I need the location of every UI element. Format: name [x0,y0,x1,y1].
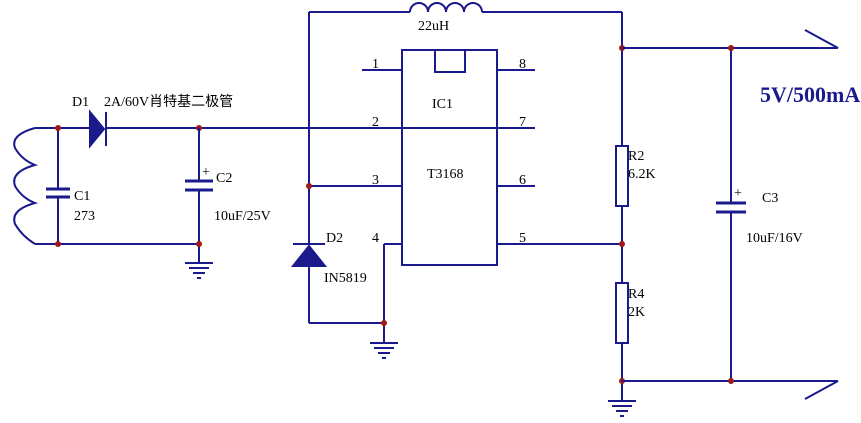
pin-5: 5 [519,231,526,246]
output-spec-label: 5V/500mA [760,82,860,107]
pin-4: 4 [372,231,379,246]
resistor-r2 [615,45,629,283]
resistor-r4 [615,282,629,400]
pin-2: 2 [372,115,379,130]
ground-symbol [370,342,398,359]
r2-name: R2 [628,149,644,164]
capacitor-c1 [46,125,70,247]
d1-name: D1 [72,95,89,110]
c3-name: C3 [762,191,778,206]
pin-1: 1 [372,57,379,72]
ground-symbol [185,262,213,279]
c3-value: 10uF/16V [746,231,803,246]
ic-name: IC1 [432,97,453,112]
pin-6: 6 [519,173,526,188]
inductor-label: 22uH [418,19,449,34]
c1-value: 273 [74,209,95,224]
c2-name: C2 [216,171,232,186]
inductor-22uh [308,2,623,244]
c3-plus: + [734,186,742,201]
ic-part: T3168 [427,167,464,182]
d2-name: D2 [326,231,343,246]
pin-7: 7 [519,115,526,130]
ground-symbol [608,400,636,417]
pin-3: 3 [372,173,379,188]
input-coil [13,127,200,245]
capacitor-c2 [185,128,213,262]
r4-value: 2K [628,305,645,320]
c1-name: C1 [74,189,90,204]
d1-spec: 2A/60V肖特基二极管 [104,93,233,110]
diode-d2 [290,243,387,342]
d2-value: IN5819 [324,271,367,286]
capacitor-c3 [716,45,746,384]
diode-d1 [89,109,400,149]
ic-t3168 [306,49,622,266]
r4-name: R4 [628,287,644,302]
r2-value: 6.2K [628,167,656,182]
pin-8: 8 [519,57,526,72]
c2-value: 10uF/25V [214,209,271,224]
c2-plus: + [202,165,210,180]
